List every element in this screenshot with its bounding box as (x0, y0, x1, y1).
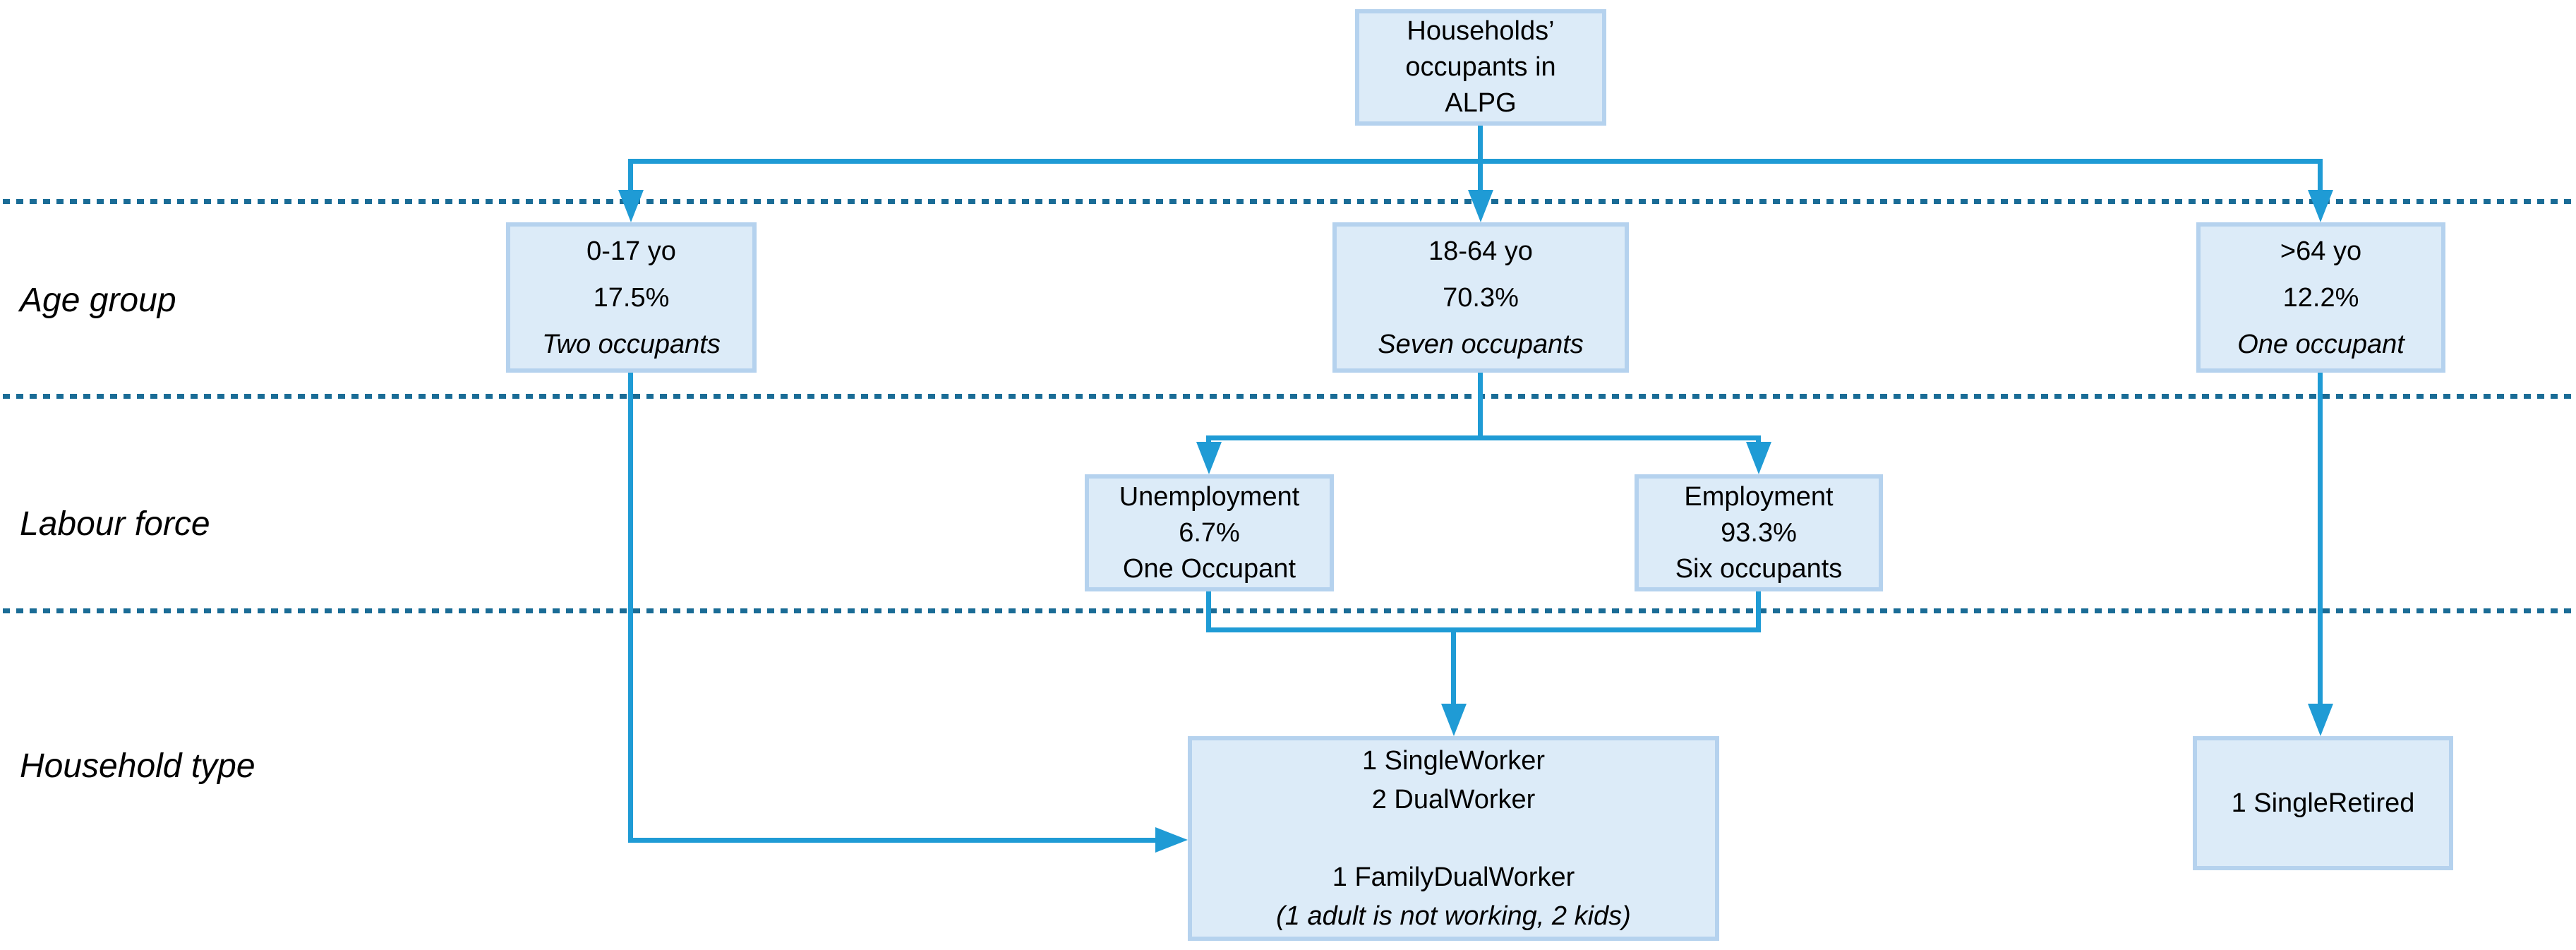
row-label-age-group: Age group (20, 282, 176, 319)
connector-child-down (628, 373, 633, 843)
connector-age-right-drop (2318, 159, 2323, 193)
arrowhead-age-over-64 (2308, 190, 2333, 222)
node-line: (1 adult is not working, 2 kids) (1276, 901, 1631, 931)
node-line: 17.5% (593, 282, 670, 313)
node-line: 93.3% (1721, 517, 1797, 548)
arrowhead-child-workers (1155, 827, 1188, 853)
connector-workers-drop (1451, 627, 1456, 704)
node-line: 1 FamilyDualWorker (1332, 862, 1575, 892)
connector-emp-stub (1756, 435, 1761, 445)
connector-labour-branch (1206, 435, 1761, 440)
node-single-retired: 1 SingleRetired (2193, 736, 2453, 870)
arrowhead-age-0-17 (618, 190, 644, 222)
node-line: Six occupants (1675, 553, 1843, 584)
connector-child-right (628, 838, 1155, 843)
node-line: Employment (1684, 481, 1834, 512)
node-line: Two occupants (542, 329, 721, 359)
arrowhead-unemployment (1196, 442, 1222, 474)
connector-adult-down (1478, 373, 1483, 440)
node-line: Unemployment (1119, 481, 1300, 512)
node-line: 18-64 yo (1428, 236, 1533, 266)
node-line: >64 yo (2280, 236, 2362, 266)
node-line: occupants in (1405, 52, 1556, 82)
node-household-workers: 1 SingleWorker 2 DualWorker 1 FamilyDual… (1188, 736, 1719, 941)
connector-age-branch (628, 159, 2323, 164)
node-age-0-17: 0-17 yo 17.5% Two occupants (506, 222, 757, 373)
connector-labour-join (1206, 627, 1761, 632)
connector-emp-down (1756, 591, 1761, 632)
node-employment: Employment 93.3% Six occupants (1635, 474, 1883, 591)
connector-age-left-drop (628, 159, 633, 193)
connector-unemp-stub (1206, 435, 1211, 445)
row-separator-household (3, 608, 2573, 613)
row-separator-age (3, 199, 2573, 204)
node-line: 1 SingleWorker (1361, 745, 1546, 776)
arrowhead-single-retired (2308, 704, 2333, 736)
connector-senior-down (2318, 373, 2323, 704)
node-line: 70.3% (1443, 282, 1519, 313)
connector-age-mid-drop (1478, 159, 1483, 193)
row-label-labour-force: Labour force (20, 505, 210, 543)
node-line: 0-17 yo (586, 236, 676, 266)
node-line: ALPG (1445, 88, 1517, 118)
node-line: 12.2% (2282, 282, 2359, 313)
arrowhead-workers (1441, 704, 1467, 736)
node-unemployment: Unemployment 6.7% One Occupant (1085, 474, 1334, 591)
node-line: 6.7% (1179, 517, 1240, 548)
node-line: 1 SingleRetired (2231, 788, 2415, 818)
node-line: One Occupant (1122, 553, 1296, 584)
arrowhead-employment (1746, 442, 1771, 474)
connector-unemp-down (1206, 591, 1211, 632)
node-line: Seven occupants (1378, 329, 1584, 359)
node-line: 2 DualWorker (1371, 784, 1536, 814)
node-age-18-64: 18-64 yo 70.3% Seven occupants (1332, 222, 1629, 373)
node-line: One occupant (2237, 329, 2405, 359)
node-line: Households’ (1407, 16, 1555, 46)
connector-root-stub (1478, 124, 1483, 164)
arrowhead-age-18-64 (1468, 190, 1493, 222)
row-separator-labour (3, 394, 2573, 399)
row-label-household-type: Household type (20, 747, 255, 785)
node-households-root: Households’ occupants in ALPG (1355, 9, 1606, 126)
node-age-over-64: >64 yo 12.2% One occupant (2196, 222, 2445, 373)
